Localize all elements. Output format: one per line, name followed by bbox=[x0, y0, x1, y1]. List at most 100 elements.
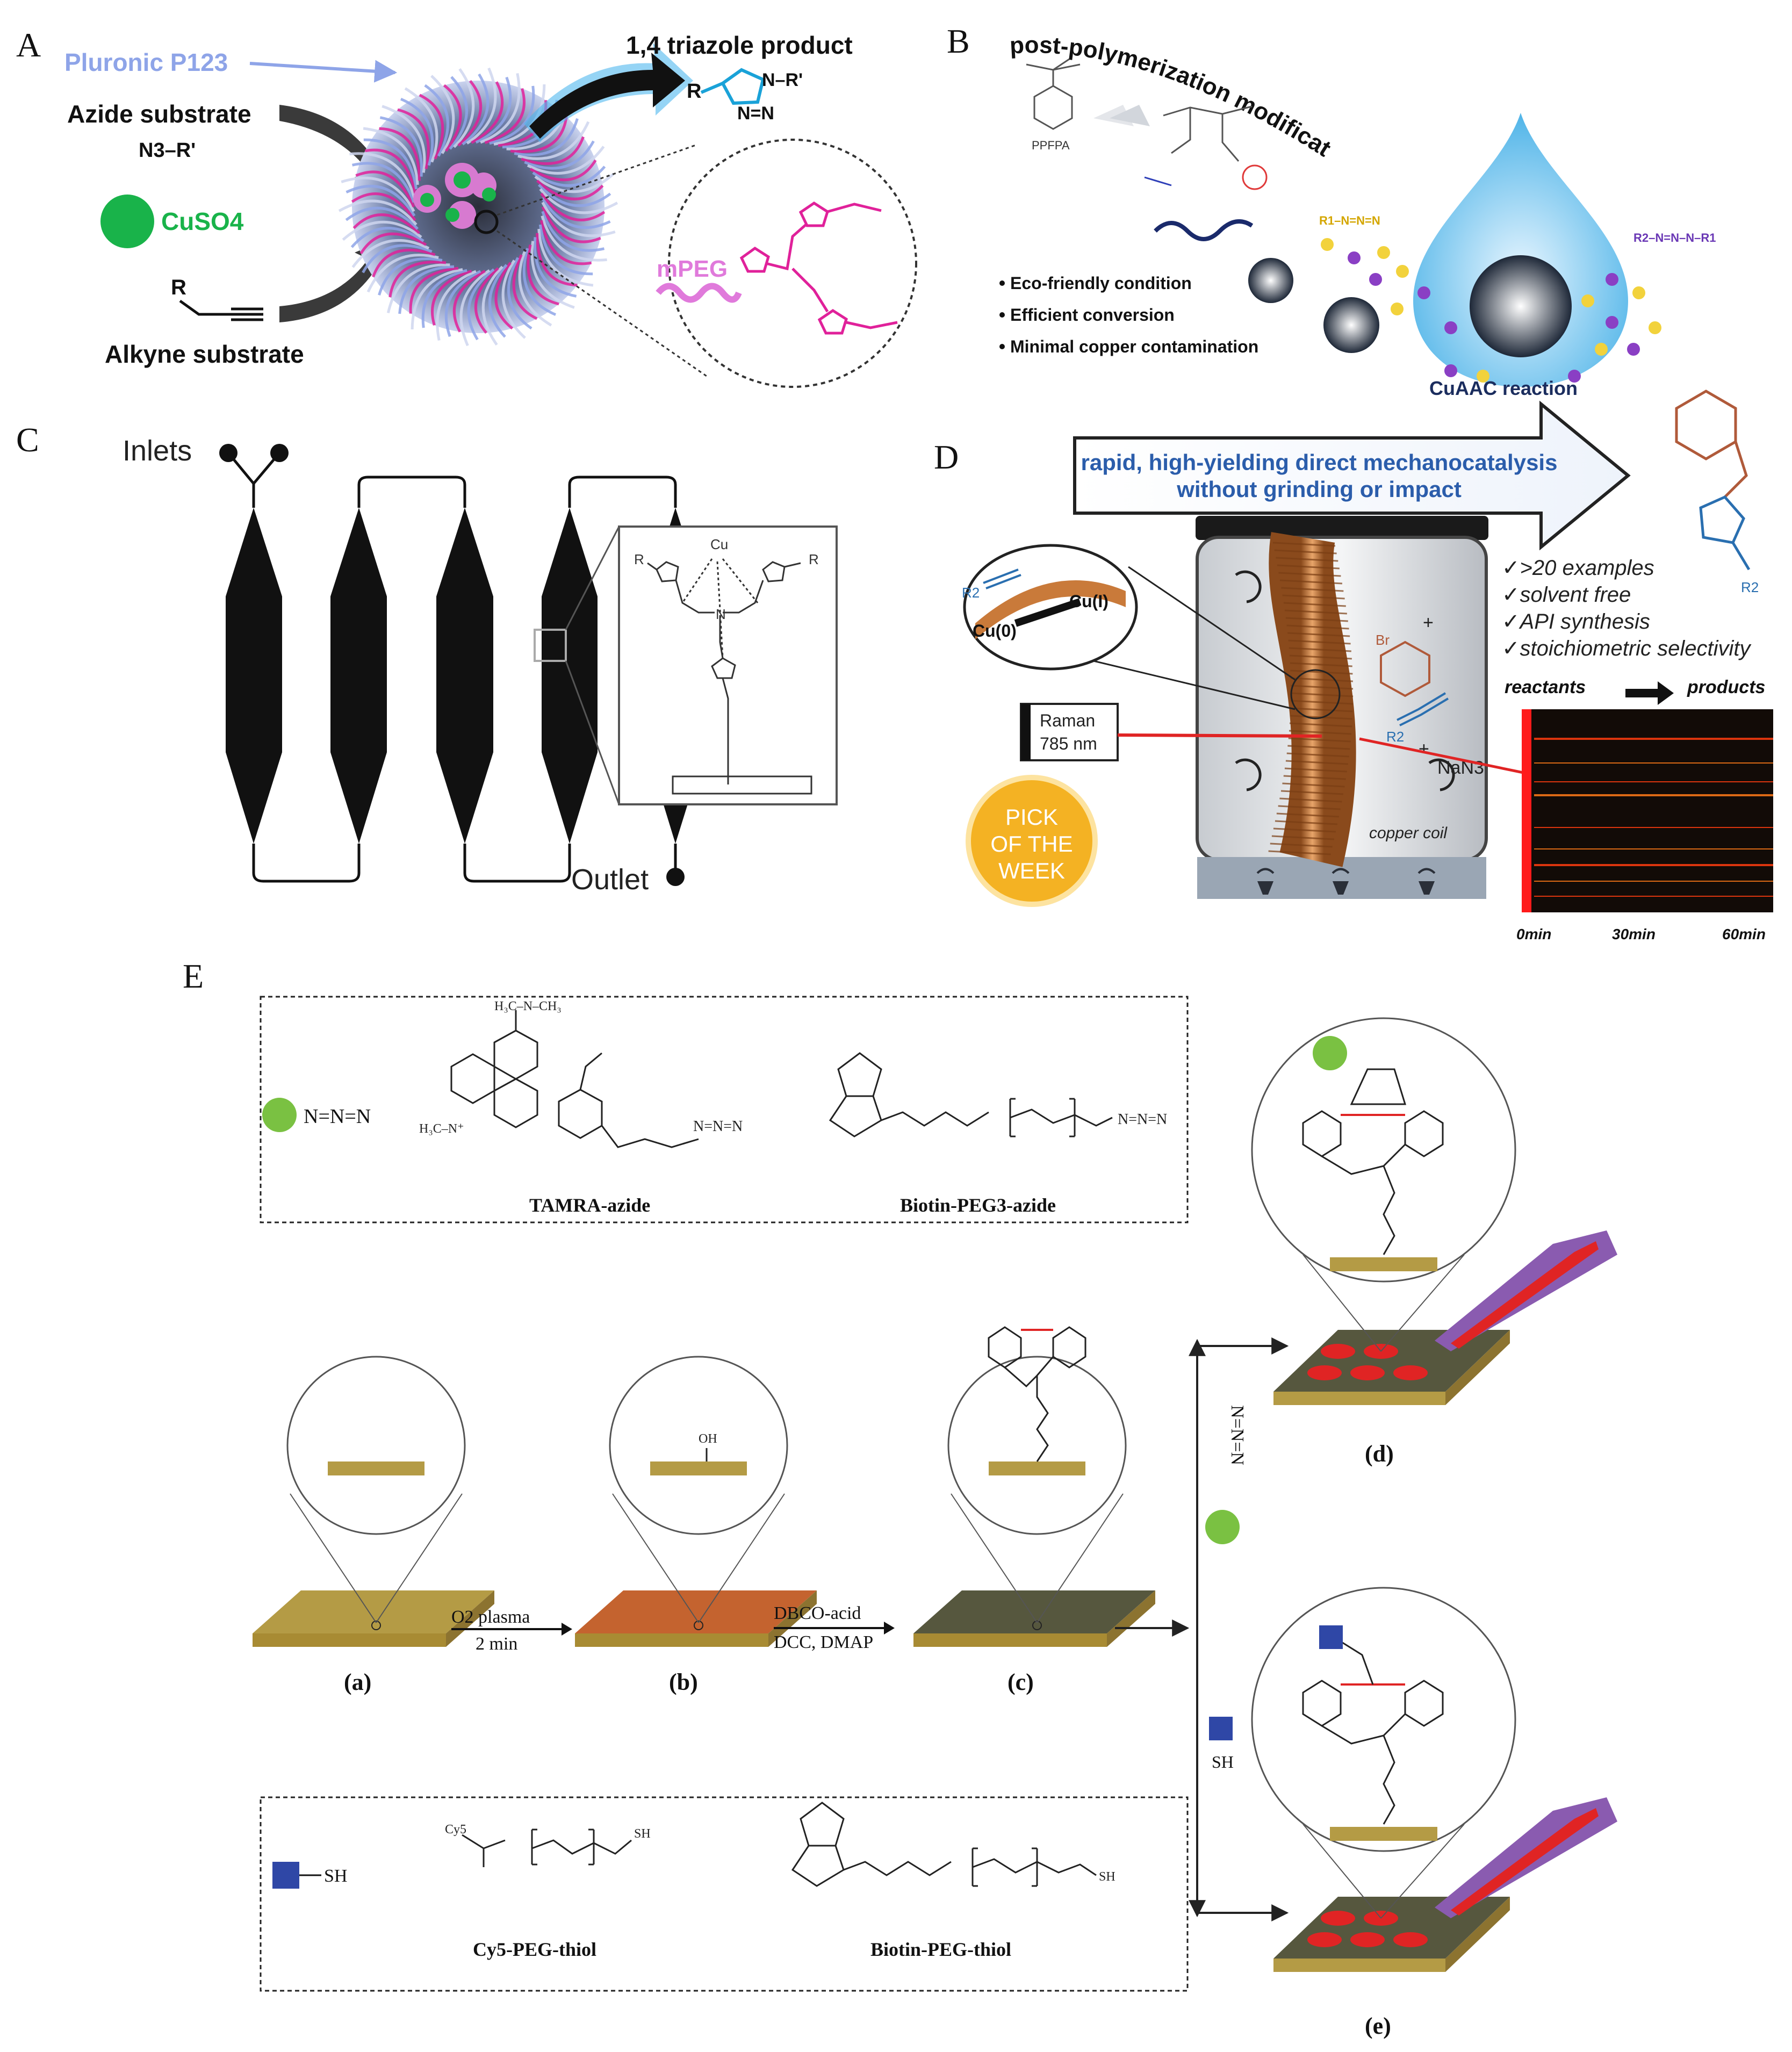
oh-label: OH bbox=[699, 1432, 717, 1446]
tamra-nme2-left: H₃C–N⁺ bbox=[419, 1122, 464, 1136]
micelle-hairs bbox=[338, 67, 618, 347]
label-d: (d) bbox=[1365, 1441, 1394, 1467]
label-e: (e) bbox=[1365, 2013, 1391, 2039]
panel-a-letter: A bbox=[16, 26, 41, 64]
substrate-steps bbox=[253, 1326, 1155, 1647]
nanoparticle-1 bbox=[1248, 258, 1293, 303]
d-r2-prod: R2 bbox=[1741, 579, 1759, 595]
step1-arrow bbox=[451, 1623, 572, 1636]
pluronic-arrow bbox=[249, 60, 398, 83]
biotin-azide-structure bbox=[829, 1052, 1113, 1137]
bullet-1: Eco-friendly condition bbox=[1010, 273, 1192, 293]
bullet-3: Minimal copper contamination bbox=[1010, 337, 1258, 356]
b-product-label: R2–N=N–N–R1 bbox=[1633, 231, 1716, 244]
azide-ball-icon bbox=[262, 1098, 297, 1132]
reactants-label: reactants bbox=[1505, 677, 1586, 697]
mpeg-label: mPEG bbox=[657, 256, 728, 282]
b-particles bbox=[1321, 238, 1661, 383]
banner-arrow bbox=[1073, 400, 1631, 551]
cu-arrow bbox=[1014, 598, 1082, 627]
micelle bbox=[338, 67, 618, 347]
coil-label: copper coil bbox=[1369, 824, 1448, 842]
product-label: 1,4 triazole product bbox=[626, 31, 853, 59]
biotin-azide-end: N=N=N bbox=[1118, 1111, 1167, 1128]
step2-bottom: DCC, DMAP bbox=[774, 1632, 873, 1652]
c-zoom-bottom bbox=[565, 660, 620, 805]
rotation-arrows bbox=[1235, 570, 1455, 791]
nanoparticle-2 bbox=[1323, 297, 1379, 353]
alkyne-substrate-label: Alkyne substrate bbox=[105, 340, 304, 368]
pick-line-3: WEEK bbox=[998, 858, 1065, 883]
zoom-line-top bbox=[496, 144, 696, 216]
panel-b-letter: B bbox=[947, 22, 970, 60]
cy5-thiol-label: Cy5-PEG-thiol bbox=[473, 1939, 596, 1960]
panel-c-letter: C bbox=[16, 421, 39, 459]
cuso4-ball bbox=[100, 195, 154, 248]
azide-substrate-label: Azide substrate bbox=[67, 100, 251, 128]
cy5-sh: SH bbox=[634, 1827, 651, 1841]
outlet-label: Outlet bbox=[571, 863, 649, 896]
svg-text:N–R': N–R' bbox=[762, 70, 803, 90]
time-0: 0min bbox=[1516, 926, 1551, 942]
bullet-2: Efficient conversion bbox=[1010, 305, 1175, 325]
polymer-chain bbox=[1154, 219, 1254, 241]
c-n: N bbox=[716, 606, 726, 622]
cu-strip bbox=[975, 580, 1126, 639]
polymer-structure bbox=[1144, 105, 1268, 190]
c-cu: Cu bbox=[710, 536, 728, 552]
pick-line-1: PICK bbox=[1005, 804, 1058, 830]
vertical-sh: SH bbox=[1212, 1752, 1234, 1772]
cuso4-label: CuSO4 bbox=[161, 207, 244, 235]
panel-a: A Pluronic P123 Azide substrate N3–R' Cu… bbox=[16, 26, 917, 388]
azide-formula-e: N=N=N bbox=[304, 1105, 371, 1128]
raman-box bbox=[1020, 703, 1119, 761]
bullets-list: Eco-friendly condition Efficient convers… bbox=[999, 273, 1258, 356]
panel-d-letter: D bbox=[934, 438, 959, 476]
surface-tbta bbox=[647, 558, 812, 795]
d-r2-alk: R2 bbox=[1386, 729, 1404, 745]
d-benzyl-ring bbox=[1380, 640, 1430, 697]
cy5-text: Cy5 bbox=[445, 1823, 466, 1837]
step2-arrow bbox=[774, 1622, 895, 1635]
alkyne-glyph bbox=[179, 299, 263, 321]
product-chips bbox=[1251, 1017, 1617, 1972]
biotin-thiol-structure bbox=[791, 1802, 1097, 1887]
ppfpa-label: PPFPA bbox=[1032, 139, 1070, 152]
panel-e: E N=N=N H₃C–N–CH₃ H₃C–N⁺ N=N=N TAMRA-azi… bbox=[183, 957, 1617, 2039]
svg-text:R: R bbox=[687, 80, 701, 103]
biotin-thiol-label: Biotin-PEG-thiol bbox=[870, 1939, 1011, 1960]
inlets-label: Inlets bbox=[123, 435, 192, 467]
cu-r2: R2 bbox=[962, 585, 980, 601]
step2-top: DBCO-acid bbox=[774, 1603, 861, 1623]
step1-top: O2 plasma bbox=[451, 1607, 530, 1627]
c-r-left: R bbox=[634, 551, 644, 567]
d-plus-2: + bbox=[1419, 739, 1429, 759]
laser-to-map bbox=[1359, 737, 1524, 774]
laser-beam bbox=[1117, 733, 1322, 738]
pluronic-label: Pluronic P123 bbox=[64, 48, 228, 76]
d-zoom-line-1 bbox=[1128, 566, 1296, 681]
cy5-thiol-structure bbox=[462, 1828, 632, 1867]
reactants-arrow bbox=[1625, 681, 1674, 705]
tbta-ligand bbox=[739, 201, 898, 335]
cu-zoom-circle bbox=[963, 544, 1138, 671]
cu0-label: Cu(0) bbox=[973, 621, 1017, 640]
azide-reagents-box bbox=[260, 996, 1189, 1223]
products-label: products bbox=[1687, 677, 1765, 697]
alkyne-r: R bbox=[171, 276, 186, 299]
thiol-square-icon bbox=[272, 1862, 299, 1889]
mpeg-chain bbox=[656, 283, 742, 303]
d-product-triazole bbox=[1699, 495, 1751, 571]
label-b: (b) bbox=[669, 1669, 698, 1695]
vertical-azide: N=N=N bbox=[1227, 1405, 1247, 1465]
time-30: 30min bbox=[1612, 926, 1656, 942]
d-br: Br bbox=[1376, 632, 1390, 648]
check-2: ✓solvent free bbox=[1502, 583, 1631, 607]
coil-zoom-spot bbox=[1290, 669, 1341, 719]
biotin-sh: SH bbox=[1099, 1870, 1115, 1884]
biotin-azide-label: Biotin-PEG3-azide bbox=[900, 1194, 1056, 1216]
ppfpa-structure bbox=[1026, 58, 1081, 130]
banner-line-2: without grinding or impact bbox=[1176, 477, 1462, 502]
step1-bottom: 2 min bbox=[476, 1634, 517, 1654]
